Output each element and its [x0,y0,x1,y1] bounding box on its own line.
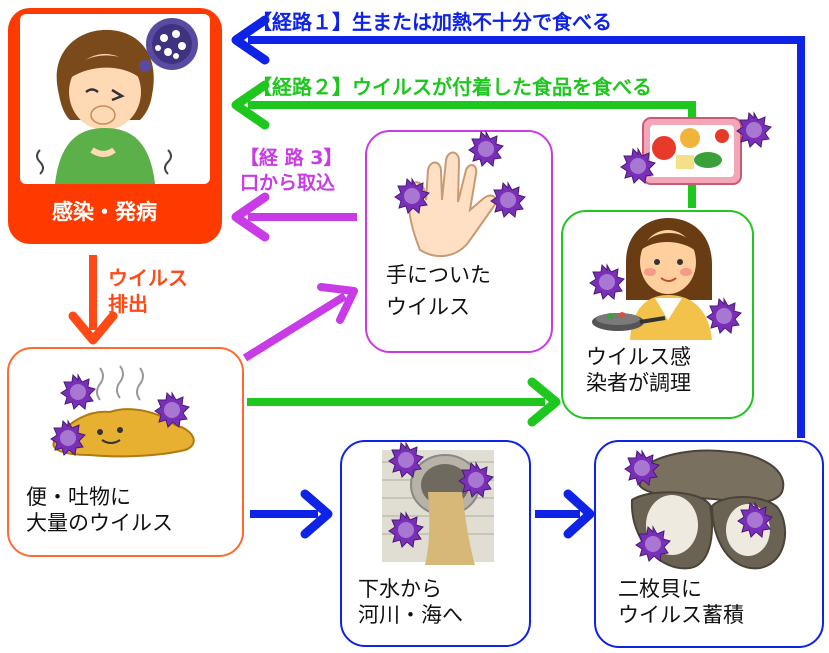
cook-label-line2: 染者が調理 [586,371,691,395]
vomit-label-line1: 便・吐物に [26,485,131,509]
infection-label: 感染・発病 [52,200,157,224]
vomit-label-line2: 大量のウイルス [26,511,173,535]
hand-label-line2: ウイルス [386,295,470,319]
sewage-label-line2: 河川・海へ [358,603,463,627]
route2-label: 【経路２】ウイルスが付着した食品を食べる [252,75,652,99]
excretion-arrow [68,255,118,345]
hand-label-line1: 手についた [386,263,491,287]
route1-arrow [231,15,805,438]
route3-arrow [231,192,357,242]
cook-icon [592,218,712,340]
cook-label-line1: ウイルス感 [586,345,691,369]
route3-label-line1: 【経 路 3】 [240,147,343,169]
vomit-to-sewage-arrow [250,489,333,539]
route1-label: 【経路１】生または加熱不十分で食べる [252,10,612,34]
route3-label-line2: 口から取込 [240,172,336,194]
sewage-to-shellfish-arrow [535,489,595,539]
sewage-label-line1: 下水から [358,577,442,601]
vomit-to-hand-arrow [242,283,358,362]
bento-icon [642,117,742,185]
sick-person-icon [20,14,210,184]
excretion-label-line1: ウイルス [108,266,188,290]
vomit-icon [52,365,195,458]
shellfish-label-line1: 二枚貝に [618,577,702,601]
excretion-label-line2: 排出 [108,292,148,316]
vomit-to-cook-arrow [247,377,561,427]
shellfish-label-line2: ウイルス蓄積 [618,603,744,627]
